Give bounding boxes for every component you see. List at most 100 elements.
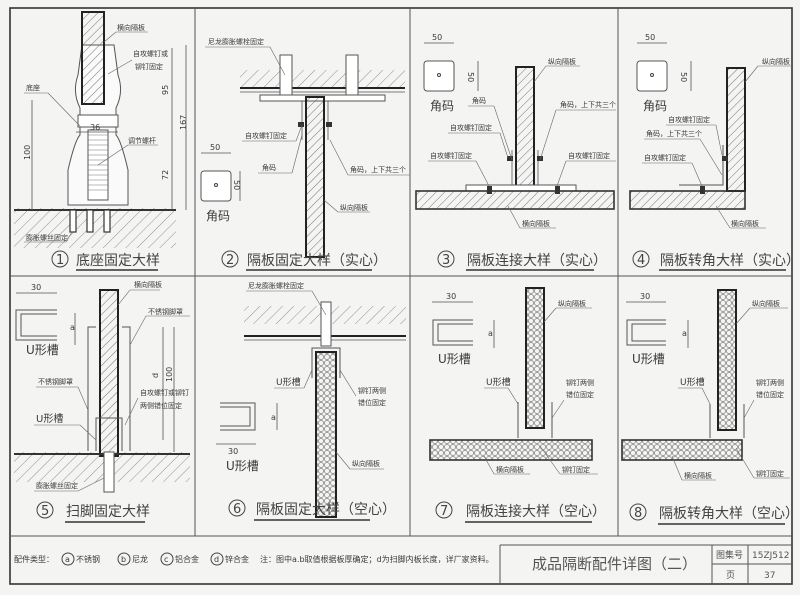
- svg-text:调节螺杆: 调节螺杆: [128, 136, 156, 145]
- svg-text:50: 50: [679, 72, 688, 82]
- svg-text:a: a: [488, 329, 493, 338]
- svg-text:不锈钢: 不锈钢: [76, 554, 100, 564]
- svg-text:自攻螺钉固定: 自攻螺钉固定: [668, 115, 710, 124]
- detail-7-caption: 隔板连接大样（空心）: [466, 503, 606, 520]
- svg-text:横向隔板: 横向隔板: [134, 280, 162, 289]
- detail-4-caption: 隔板转角大样（实心）: [660, 253, 800, 269]
- dim-36: 36: [90, 123, 100, 132]
- svg-text:d: d: [151, 373, 160, 378]
- atlas-number: 15ZJ512: [752, 551, 789, 561]
- svg-text:不锈钢脚罩: 不锈钢脚罩: [38, 377, 73, 386]
- svg-text:角码: 角码: [206, 209, 230, 223]
- svg-text:图集号: 图集号: [716, 549, 743, 561]
- detail-3-caption: 隔板连接大样（实心）: [467, 252, 607, 269]
- svg-text:纵向隔板: 纵向隔板: [558, 299, 586, 308]
- svg-text:50: 50: [432, 33, 442, 42]
- svg-text:U形槽: U形槽: [276, 376, 301, 388]
- svg-text:铆钉固定: 铆钉固定: [756, 469, 784, 478]
- detail-8-caption: 隔板转角大样（空心）: [659, 506, 799, 522]
- svg-text:纵向隔板: 纵向隔板: [352, 459, 380, 468]
- svg-text:自攻螺钉或铆钉: 自攻螺钉或铆钉: [140, 388, 189, 397]
- svg-text:页: 页: [726, 570, 735, 581]
- svg-text:50: 50: [466, 72, 475, 82]
- svg-text:50: 50: [232, 180, 241, 190]
- detail-5-caption: 扫脚固定大样: [66, 504, 150, 520]
- detail-1-base-fixing: 36 95 167 72 100 横向隔板 自攻螺钉或 铆钉固定 底座 调节螺杆…: [14, 11, 188, 271]
- svg-text:纵向隔板: 纵向隔板: [752, 299, 780, 308]
- svg-text:U形槽: U形槽: [680, 376, 705, 388]
- svg-text:30: 30: [31, 283, 41, 292]
- detail-5-skirting-fixing: 30 a U形槽 d 100 横向隔板 不锈钢脚罩 不锈钢脚罩 U形槽 自攻螺钉…: [14, 280, 190, 523]
- svg-text:a: a: [65, 555, 70, 564]
- svg-text:b: b: [121, 555, 126, 564]
- outer-frame: [9, 7, 793, 585]
- svg-text:U形槽: U形槽: [438, 352, 471, 366]
- detail-8-panel-corner-hollow: 30 a U形槽 纵向隔板 U形槽 铆钉两侧 错位固定 横向隔板 铆钉固定 8 …: [621, 289, 799, 525]
- svg-text:自攻螺钉固定: 自攻螺钉固定: [450, 123, 492, 132]
- svg-text:错位固定: 错位固定: [566, 390, 594, 399]
- svg-text:膨胀螺丝固定: 膨胀螺丝固定: [26, 233, 68, 242]
- svg-text:铝合金: 铝合金: [175, 554, 199, 564]
- svg-text:铆钉两侧: 铆钉两侧: [566, 378, 594, 387]
- svg-text:a: a: [682, 329, 687, 338]
- svg-text:尼龙膨胀螺栓固定: 尼龙膨胀螺栓固定: [248, 281, 304, 290]
- svg-text:1: 1: [56, 253, 64, 268]
- svg-text:自攻螺钉固定: 自攻螺钉固定: [430, 151, 472, 160]
- svg-text:横向隔板: 横向隔板: [522, 219, 550, 228]
- svg-text:横向隔板: 横向隔板: [684, 471, 712, 480]
- svg-text:a: a: [271, 413, 276, 422]
- svg-text:3: 3: [442, 253, 450, 268]
- svg-text:95: 95: [161, 85, 170, 95]
- svg-text:d: d: [214, 555, 219, 564]
- svg-text:30: 30: [446, 292, 456, 301]
- detail-6-caption: 隔板固定大样（空心）: [256, 502, 396, 518]
- svg-text:铆钉两侧: 铆钉两侧: [358, 386, 386, 395]
- svg-text:100: 100: [23, 145, 32, 160]
- svg-text:30: 30: [228, 447, 238, 456]
- svg-text:8: 8: [634, 506, 642, 521]
- svg-text:尼龙膨胀螺栓固定: 尼龙膨胀螺栓固定: [208, 37, 264, 46]
- svg-text:50: 50: [645, 33, 655, 42]
- svg-text:50: 50: [210, 143, 220, 152]
- svg-text:7: 7: [440, 504, 448, 519]
- svg-text:U形槽: U形槽: [26, 343, 59, 357]
- svg-text:4: 4: [637, 253, 645, 268]
- svg-text:30: 30: [640, 292, 650, 301]
- svg-text:角码: 角码: [643, 99, 667, 113]
- svg-text:U形槽: U形槽: [486, 376, 511, 388]
- svg-text:铆钉固定: 铆钉固定: [562, 465, 590, 474]
- accessory-legend: 配件类型： a 不锈钢 b 尼龙 c 铝合金 d 锌合金 注：图中a.b取值根据…: [14, 552, 494, 566]
- svg-text:角码: 角码: [262, 163, 276, 172]
- svg-text:膨胀螺丝固定: 膨胀螺丝固定: [36, 481, 78, 490]
- svg-text:横向隔板: 横向隔板: [496, 465, 524, 474]
- svg-text:错位固定: 错位固定: [358, 398, 386, 407]
- svg-text:a: a: [70, 323, 75, 332]
- svg-text:c: c: [164, 555, 168, 564]
- detail-2-panel-fixing-solid: 50 50 角码 尼龙膨胀螺栓固定 自攻螺钉固定 角码 角码，上下共三个 纵向隔…: [200, 37, 410, 271]
- svg-text:纵向隔板: 纵向隔板: [548, 57, 576, 66]
- svg-text:错位固定: 错位固定: [756, 390, 784, 399]
- detail-6-panel-fixing-hollow: 30 a U形槽 尼龙膨胀螺栓固定 U形槽 铆钉两侧 错位固定 纵向隔板 6 隔…: [216, 281, 406, 521]
- svg-text:底座: 底座: [26, 83, 40, 92]
- svg-text:两侧错位固定: 两侧错位固定: [140, 401, 182, 410]
- svg-text:纵向隔板: 纵向隔板: [340, 203, 368, 212]
- svg-text:铆钉固定: 铆钉固定: [135, 62, 163, 71]
- svg-text:角码，上下共三个: 角码，上下共三个: [560, 100, 616, 109]
- svg-text:纵向隔板: 纵向隔板: [762, 57, 790, 66]
- svg-text:6: 6: [233, 502, 241, 517]
- svg-text:5: 5: [41, 504, 49, 519]
- detail-1-caption: 底座固定大样: [76, 253, 160, 269]
- svg-text:配件类型：: 配件类型：: [14, 554, 54, 564]
- svg-text:角码，上下共三个: 角码，上下共三个: [646, 129, 702, 138]
- legend-note: 注：图中a.b取值根据板厚确定；d为扫脚内板长度，详厂家资料。: [260, 554, 494, 564]
- svg-text:自攻螺钉固定: 自攻螺钉固定: [644, 153, 686, 162]
- svg-text:横向隔板: 横向隔板: [731, 219, 759, 228]
- svg-text:自攻螺钉或: 自攻螺钉或: [133, 49, 168, 58]
- svg-text:角码，上下共三个: 角码，上下共三个: [350, 165, 406, 174]
- detail-7-panel-connection-hollow: 30 a U形槽 纵向隔板 U形槽 铆钉两侧 错位固定 横向隔板 铆钉固定 7 …: [429, 287, 606, 523]
- svg-text:铆钉两侧: 铆钉两侧: [756, 378, 784, 387]
- detail-2-caption: 隔板固定大样（实心）: [247, 253, 387, 269]
- svg-text:2: 2: [226, 253, 234, 268]
- svg-text:角码: 角码: [472, 96, 486, 105]
